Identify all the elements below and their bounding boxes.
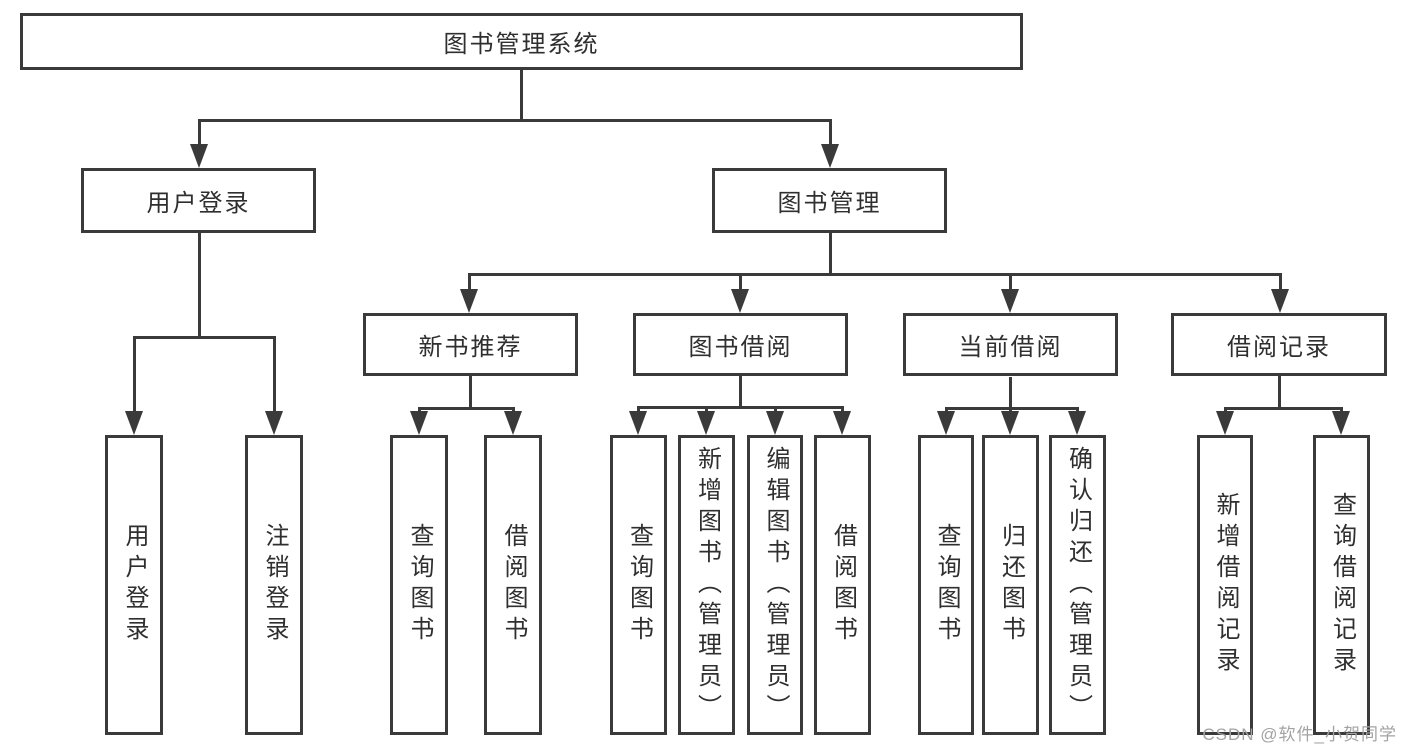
node-book-management: 图书管理 [712,168,947,233]
connector-arrowhead [460,289,478,313]
node-label: 编辑图书（管理员） [762,445,789,725]
node-label: 借阅图书 [500,523,527,647]
connector-arrowhead [731,289,749,313]
csdn-watermark: CSDN @软件_小贺同学 [1202,725,1397,744]
node-borrow-records: 借阅记录 [1171,313,1387,376]
node-label: 当前借阅 [958,334,1063,361]
leaf-query-borrow-record: 查询借阅记录 [1313,435,1370,735]
leaf-edit-books-admin: 编辑图书（管理员） [747,435,803,735]
connector-line [469,376,472,410]
connector-line [418,407,515,410]
connector-line [198,233,201,339]
leaf-add-borrow-record: 新增借阅记录 [1197,435,1253,735]
connector-line [1279,273,1282,292]
node-label: 查询借阅记录 [1328,492,1356,678]
connector-arrowhead [125,411,143,435]
connector-arrowhead [1001,411,1019,435]
connector-line [945,407,1079,410]
connector-arrowhead [1068,411,1086,435]
connector-line [739,273,742,292]
connector-line [468,273,471,292]
connector-line [1224,407,1343,410]
connector-line [829,119,832,147]
connector-line [198,119,832,122]
node-label: 查询图书 [625,523,653,647]
connector-arrowhead [410,411,428,435]
connector-line [705,406,708,415]
node-book-borrow: 图书借阅 [633,313,848,376]
node-label: 用户登录 [146,190,251,217]
connector-arrowhead [190,144,208,168]
connector-line [133,336,276,339]
connector-arrowhead [1271,289,1289,313]
node-root-system: 图书管理系统 [20,13,1023,70]
leaf-user-login: 用户登录 [105,435,163,735]
node-label: 图书管理系统 [443,31,600,58]
leaf-add-books-admin: 新增图书（管理员） [678,435,735,735]
connector-arrowhead [265,411,283,435]
connector-line [637,406,844,409]
connector-line [1278,376,1281,410]
connector-arrowhead [766,411,784,435]
connector-arrowhead [937,411,955,435]
leaf-borrow-books: 借阅图书 [814,435,871,735]
node-label: 确认归还（管理员） [1064,445,1092,725]
node-label: 新增借阅记录 [1212,492,1239,678]
node-current-borrow: 当前借阅 [903,313,1118,376]
connector-arrowhead [821,144,839,168]
connector-line [468,273,1282,276]
connector-arrowhead [1216,411,1234,435]
leaf-query-books-recommend: 查询图书 [390,435,448,735]
connector-line [829,233,832,276]
leaf-return-books: 归还图书 [982,435,1039,735]
node-label: 新增图书（管理员） [693,445,721,725]
node-label: 注销登录 [261,523,288,647]
connector-line [133,336,136,414]
node-label: 查询图书 [933,523,960,647]
connector-line [1009,273,1012,292]
connector-line [841,406,844,415]
connector-line [637,406,640,415]
node-label: 借阅记录 [1227,334,1331,361]
leaf-query-books-borrow: 查询图书 [610,435,667,735]
node-label: 用户登录 [121,523,148,647]
node-label: 新书推荐 [418,334,523,361]
connector-line [739,376,742,409]
connector-arrowhead [504,411,522,435]
leaf-borrow-books-recommend: 借阅图书 [484,435,542,735]
node-label: 借阅图书 [829,523,857,647]
connector-arrowhead [833,411,851,435]
connector-arrowhead [697,411,715,435]
leaf-logout: 注销登录 [245,435,303,735]
connector-line [1009,377,1012,410]
connector-line [273,336,276,414]
leaf-query-books-current: 查询图书 [918,435,974,735]
connector-arrowhead [629,411,647,435]
node-label: 查询图书 [406,523,433,647]
connector-arrowhead [1332,411,1350,435]
node-label: 归还图书 [997,523,1025,647]
connector-arrowhead [1001,289,1019,313]
connector-line [520,68,523,122]
node-user-login: 用户登录 [81,168,316,233]
node-label: 图书借阅 [688,334,793,361]
node-label: 图书管理 [777,190,882,217]
connector-line [774,406,777,415]
node-new-book-recommend: 新书推荐 [363,313,578,376]
connector-line [198,119,201,147]
leaf-confirm-return-admin: 确认归还（管理员） [1049,435,1106,735]
